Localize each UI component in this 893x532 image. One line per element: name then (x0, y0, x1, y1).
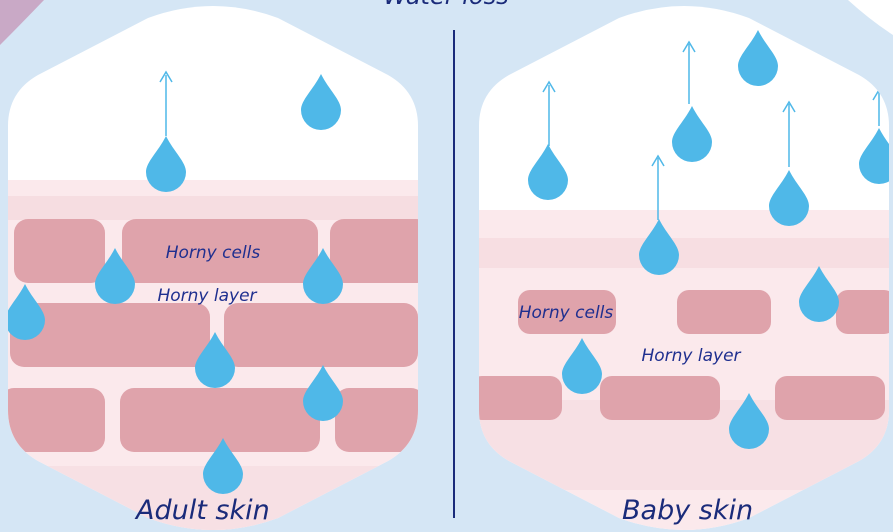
corner-decoration-right (848, 0, 893, 35)
baby-skin-panel: Horny cells Horny layer (470, 0, 893, 532)
baby-skin-caption: Baby skin (622, 495, 753, 526)
adult-skin-panel: Horny cells Horny layer (0, 0, 430, 532)
baby-horny-layer-label: Horny layer (641, 346, 741, 366)
baby-horny-cells-label: Horny cells (519, 303, 614, 323)
top-title: Water loss (383, 0, 508, 10)
adult-horny-layer-label: Horny layer (157, 286, 257, 306)
adult-skin-caption: Adult skin (136, 495, 270, 526)
corner-decoration-left (0, 0, 44, 45)
adult-horny-cells-label: Horny cells (166, 243, 261, 263)
